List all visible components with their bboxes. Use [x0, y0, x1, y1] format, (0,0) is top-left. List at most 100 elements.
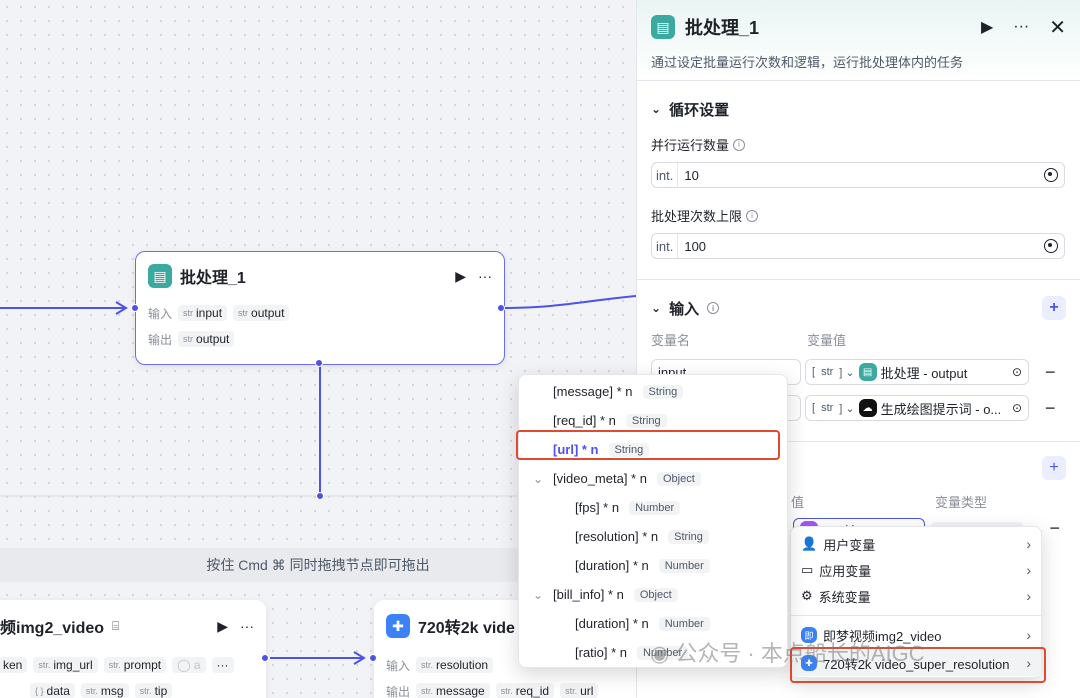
chevron-down-icon[interactable]: ⌄: [533, 471, 544, 486]
batch-icon: ▤: [858, 363, 877, 381]
loop-section-header[interactable]: ⌄ 循环设置: [651, 91, 1066, 127]
chevron-down-icon[interactable]: ⌄: [533, 587, 544, 602]
chevron-down-icon: ⌄: [651, 301, 662, 315]
chevron-down-icon: ⌄: [651, 102, 662, 116]
batch-output-port[interactable]: [497, 304, 505, 312]
menu-item-super-resolution[interactable]: ✚ 720转2k video_super_resolution ›: [791, 650, 1041, 676]
panel-title: 批处理_1: [685, 18, 760, 38]
gear-icon: ⚙: [801, 588, 813, 603]
variable-ref-icon[interactable]: [1044, 239, 1058, 253]
batch-node-title: 批处理_1: [180, 270, 246, 287]
run-icon[interactable]: ▶: [980, 19, 994, 36]
max-count-input[interactable]: int. 100: [651, 233, 1065, 259]
loop-section-title: 循环设置: [669, 101, 730, 119]
close-icon[interactable]: ✕: [1049, 16, 1066, 39]
menu-item-user-vars[interactable]: 👤 用户变量 ›: [801, 536, 1031, 553]
more-icon[interactable]: ···: [240, 618, 254, 634]
chevron-right-icon: ›: [1026, 655, 1031, 671]
variable-source-menu: 👤 用户变量 › ▭ 应用变量 › ⚙ 系统变量 › 即 即梦视频img2_vi…: [790, 526, 1042, 678]
output-label: 输出: [386, 684, 411, 698]
super-input-port[interactable]: [369, 654, 377, 662]
wechat-icon: ◉: [650, 641, 676, 666]
int-prefix: int.: [652, 163, 679, 187]
variable-ref-icon[interactable]: ⊙: [1011, 401, 1022, 415]
watermark: ◉ 公众号 · 本点船长的AIGC: [650, 641, 925, 666]
variable-ref-icon[interactable]: [1044, 168, 1058, 182]
loop-port[interactable]: [316, 492, 324, 500]
img2video-output-port[interactable]: [261, 654, 269, 662]
llm-icon: ☁: [858, 399, 877, 417]
input-section-header[interactable]: ⌄ 输入 i +: [651, 290, 1066, 326]
info-icon[interactable]: i: [733, 138, 746, 151]
menu-item-system-vars[interactable]: ⚙ 系统变量 ›: [801, 588, 1031, 605]
more-icon[interactable]: ···: [478, 268, 492, 284]
parallel-count-input[interactable]: int. 10: [651, 162, 1065, 188]
plugin-icon: ✚: [801, 655, 817, 671]
add-output-button[interactable]: +: [1042, 456, 1066, 480]
max-value[interactable]: 100: [684, 238, 707, 254]
remove-input-button[interactable]: −: [1045, 361, 1056, 382]
col-var-value: 变量值: [807, 333, 847, 348]
batch-body-port[interactable]: [315, 359, 323, 367]
int-prefix: int.: [652, 234, 679, 258]
highlight-box-menu: [790, 647, 1046, 683]
remove-output-button[interactable]: −: [1049, 518, 1060, 538]
user-icon: 👤: [801, 536, 818, 551]
toggle-tag: ◯ a: [172, 657, 206, 673]
type-select[interactable]: [str] ⌄: [812, 402, 855, 415]
output-tag: { }data: [30, 683, 75, 698]
run-icon[interactable]: ▶: [455, 267, 466, 284]
parallel-label: 并行运行数量: [651, 138, 730, 153]
menu-item-app-vars[interactable]: ▭ 应用变量 ›: [801, 562, 1031, 579]
output-tag: str.msg: [80, 683, 129, 698]
chevron-right-icon: ›: [1026, 588, 1031, 604]
input-label: 输入: [148, 306, 173, 321]
info-icon[interactable]: i: [746, 209, 759, 222]
input-section-title: 输入: [669, 300, 700, 318]
col-var-type: 变量类型: [935, 495, 988, 510]
output-tag: str.url: [560, 683, 599, 698]
run-icon[interactable]: ▶: [217, 617, 228, 634]
col-value: 值: [791, 495, 805, 510]
output-tag: str.message: [416, 683, 490, 698]
chevron-right-icon: ›: [1026, 562, 1031, 578]
folder-icon: ▭: [801, 562, 814, 577]
batch-input-port[interactable]: [131, 304, 139, 312]
variable-ref-icon[interactable]: ⊙: [1011, 365, 1022, 379]
var-value-field[interactable]: [str] ⌄ ☁ 生成绘图提示词 - o... ⊙: [805, 395, 1029, 421]
max-label: 批处理次数上限: [651, 209, 743, 224]
param-tag: ken: [0, 657, 28, 673]
input-label: 输入: [386, 658, 411, 673]
var-value-field[interactable]: [str] ⌄ ▤ 批处理 - output ⊙: [805, 359, 1029, 385]
menu-item-img2video[interactable]: 即 即梦视频img2_video ›: [791, 622, 1041, 648]
batch-icon: ▤: [651, 15, 675, 39]
info-icon[interactable]: i: [707, 302, 720, 314]
parallel-value[interactable]: 10: [684, 167, 699, 183]
img2video-node[interactable]: 频img2_video ⌸ ▶ ··· ken str.img_url str.…: [0, 600, 269, 698]
param-tag: str.prompt: [103, 657, 167, 673]
plugin-icon: 即: [801, 627, 817, 643]
type-select[interactable]: [str] ⌄: [812, 366, 855, 379]
chevron-right-icon: ›: [1026, 536, 1031, 552]
more-params-icon[interactable]: ···: [211, 657, 234, 673]
add-input-button[interactable]: +: [1042, 296, 1066, 320]
more-icon[interactable]: ···: [1013, 18, 1030, 35]
remove-input-button[interactable]: −: [1045, 397, 1056, 418]
chevron-right-icon: ›: [1026, 627, 1031, 643]
